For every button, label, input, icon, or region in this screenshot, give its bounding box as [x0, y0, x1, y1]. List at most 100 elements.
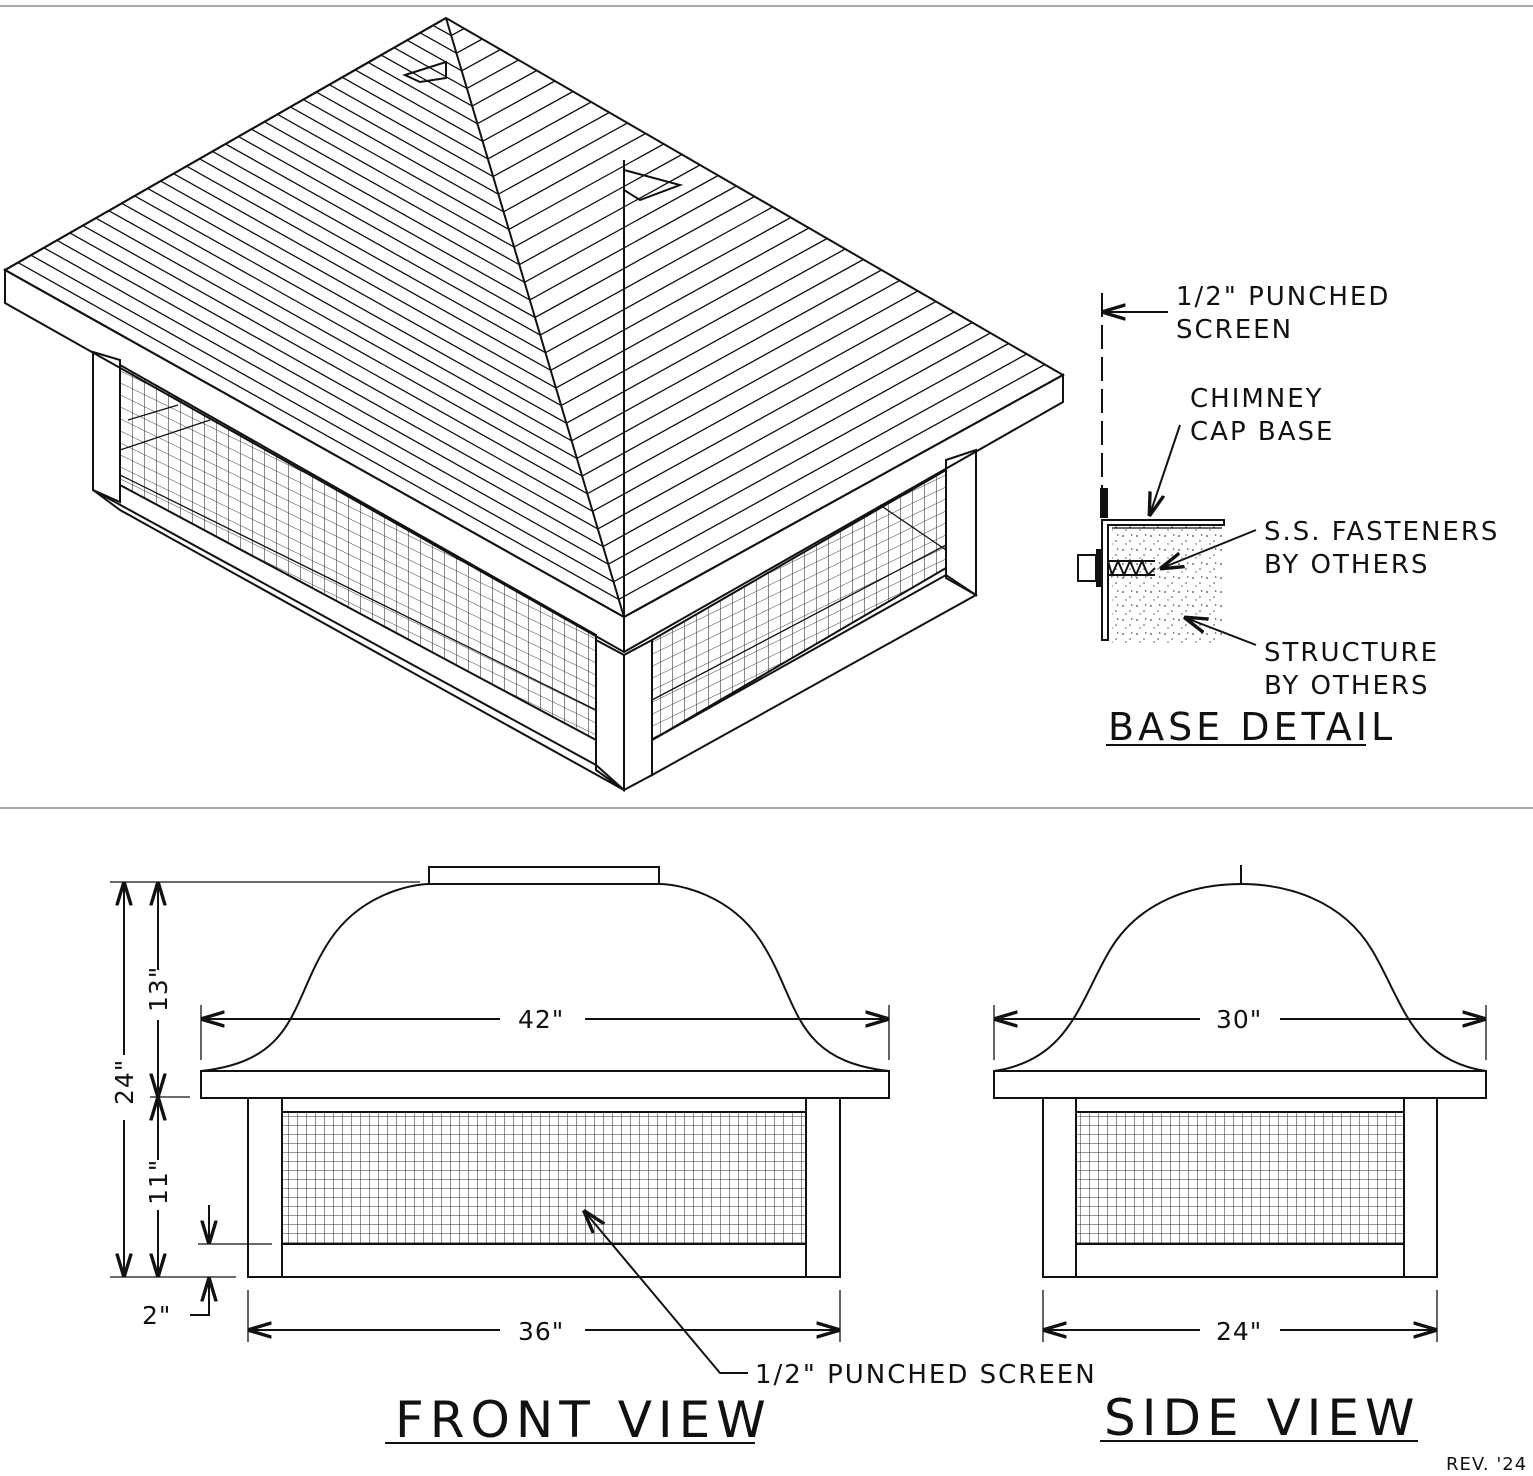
front-right-post [805, 1097, 841, 1278]
label-structure-2: BY OTHERS [1264, 671, 1429, 701]
front-roof-curve [200, 883, 890, 1072]
roof-seam-right [571, 269, 882, 442]
roof-seam-right [597, 321, 973, 530]
roof-seam-left [82, 224, 593, 512]
iso-side-screen [651, 468, 947, 742]
side-roof-curve [993, 882, 1487, 1072]
roof-seam-left [212, 150, 541, 336]
side-right-post [1403, 1097, 1438, 1278]
roof-seam-right [508, 143, 665, 230]
roof-seam-left [69, 232, 599, 530]
roof-seam-right [560, 248, 846, 407]
roof-seam-right [576, 279, 900, 460]
cap-base-flange [1101, 519, 1225, 641]
iso-roof-hip-left [4, 17, 447, 271]
screen-clip [1100, 488, 1108, 518]
roof-seam-left [393, 47, 468, 90]
roof-seam-right [545, 216, 792, 354]
roof-seam-right [555, 237, 828, 389]
label-fasteners-1: S.S. FASTENERS [1264, 517, 1499, 547]
roof-seam-right [461, 48, 501, 72]
label-structure-1: STRUCTURE [1264, 638, 1439, 668]
base-detail: 1/2" PUNCHED SCREEN CHIMNEY CAP BASE S.S… [1077, 282, 1499, 749]
roof-panel-lines-left [17, 24, 1046, 600]
dim-base-height: 11" [144, 1159, 173, 1205]
roof-seam-left [406, 39, 463, 72]
roof-seam-right [613, 353, 1028, 583]
iso-left-post [92, 350, 121, 504]
front-base-band [281, 1243, 807, 1278]
chimney-leader [1150, 424, 1181, 514]
roof-seam-left [95, 217, 588, 495]
roof-seam-left [432, 24, 452, 37]
roof-seam-left [173, 173, 557, 389]
front-left-post [247, 1097, 283, 1278]
roof-seam-right [498, 122, 628, 195]
roof-seam-right [456, 38, 483, 54]
title-base-detail: BASE DETAIL [1108, 705, 1396, 749]
side-base-band [1075, 1243, 1405, 1278]
roof-seam-left [367, 61, 478, 125]
roof-seam-left [108, 210, 583, 477]
fastener-head [1077, 554, 1097, 582]
front-screen [281, 1111, 807, 1245]
roof-seam-right [518, 164, 701, 266]
side-view: 30" 24" SIDE VIEW [993, 865, 1487, 1447]
roof-seam-left [341, 76, 489, 160]
roof-seam-left [225, 143, 536, 319]
label-punched-screen-front: 1/2" PUNCHED SCREEN [755, 1360, 1097, 1390]
roof-seam-right [602, 332, 991, 548]
side-screen [1075, 1111, 1405, 1245]
roof-seam-left [121, 202, 578, 460]
roof-seam-right [607, 342, 1009, 565]
dim-overall-height: 24" [110, 1059, 139, 1105]
roof-seam-right [539, 206, 773, 336]
dim-front-roof-width: 42" [518, 1005, 564, 1034]
roof-seam-right [487, 101, 592, 160]
iso-roof-hip-front [445, 17, 625, 618]
roof-seam-left [315, 91, 499, 195]
label-fasteners-2: BY OTHERS [1264, 550, 1429, 580]
roof-seam-left [160, 180, 562, 407]
fastener-leader [1162, 529, 1257, 568]
roof-seam-left [186, 165, 552, 371]
dim-side-base-width: 24" [1216, 1317, 1262, 1346]
iso-front-screen [119, 363, 597, 742]
roof-seam-left [17, 262, 620, 600]
roof-seam-right [503, 132, 646, 213]
front-roof-cap [428, 866, 660, 885]
roof-seam-right [482, 90, 574, 142]
roof-seam-left [354, 69, 483, 142]
front-view: 42" 36" 24" 13" 11" 2" 1/2" PUNCHED SCRE… [110, 866, 1097, 1449]
roof-seam-right [471, 69, 538, 107]
roof-seam-left [134, 195, 572, 442]
roof-seam-right [529, 185, 737, 301]
roof-seam-left [30, 254, 614, 583]
roof-seam-left [251, 128, 525, 283]
roof-seam-right [618, 363, 1046, 600]
roof-seam-left [303, 98, 504, 213]
label-chimney-2: CAP BASE [1190, 417, 1334, 447]
side-eave [993, 1070, 1487, 1099]
front-eave [200, 1070, 890, 1099]
roof-seam-right [566, 258, 864, 424]
roof-seam-right [513, 153, 683, 248]
dim-roof-height: 13" [144, 966, 173, 1012]
title-side-view: SIDE VIEW [1104, 1389, 1420, 1447]
roof-seam-right [581, 290, 919, 477]
label-punched-screen-2: SCREEN [1176, 315, 1293, 345]
title-front-view: FRONT VIEW [395, 1391, 772, 1449]
roof-seam-right [477, 80, 556, 125]
roof-seam-left [264, 121, 520, 266]
roof-seam-right [450, 27, 465, 37]
iso-center-post-right [623, 638, 653, 792]
label-chimney-1: CHIMNEY [1190, 384, 1324, 414]
front-screen-leader [585, 1212, 748, 1374]
label-punched-screen-1: 1/2" PUNCHED [1176, 282, 1390, 312]
roof-seam-left [290, 106, 510, 230]
roof-seam-left [238, 136, 531, 301]
dim-side-roof-width: 30" [1216, 1005, 1262, 1034]
isometric-view [2, 16, 1066, 792]
roof-seam-left [419, 32, 457, 54]
